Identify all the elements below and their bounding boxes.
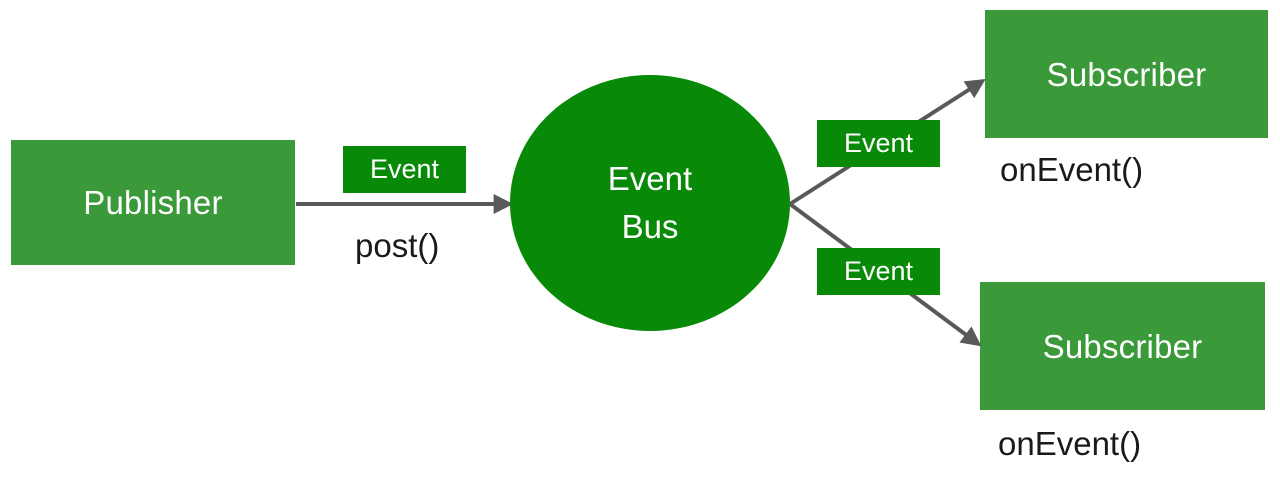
post-method-caption: post() (355, 227, 440, 264)
on-event-caption-bottom: onEvent() (998, 425, 1142, 462)
subscriber-top-label: Subscriber (1046, 55, 1207, 93)
subscriber-bottom-label: Subscriber (1042, 327, 1203, 365)
event-tag-deliver-top-label: Event (843, 128, 914, 158)
event-bus-label-line2: Bus (621, 208, 679, 245)
publisher-node[interactable]: Publisher (11, 140, 295, 265)
event-bus-label-line1: Event (607, 160, 693, 198)
event-tag-publish[interactable]: Event (343, 146, 466, 193)
event-tag-deliver-top[interactable]: Event (817, 120, 940, 167)
event-tag-publish-label: Event (369, 154, 440, 184)
event-tag-deliver-bottom-label: Event (843, 256, 914, 286)
event-bus-node[interactable]: Event Bus (510, 75, 790, 331)
event-tag-deliver-bottom[interactable]: Event (817, 248, 940, 295)
subscriber-node-bottom[interactable]: Subscriber (980, 282, 1265, 410)
on-event-caption-top: onEvent() (1000, 151, 1144, 188)
subscriber-node-top[interactable]: Subscriber (985, 10, 1268, 138)
publisher-label: Publisher (83, 184, 223, 221)
